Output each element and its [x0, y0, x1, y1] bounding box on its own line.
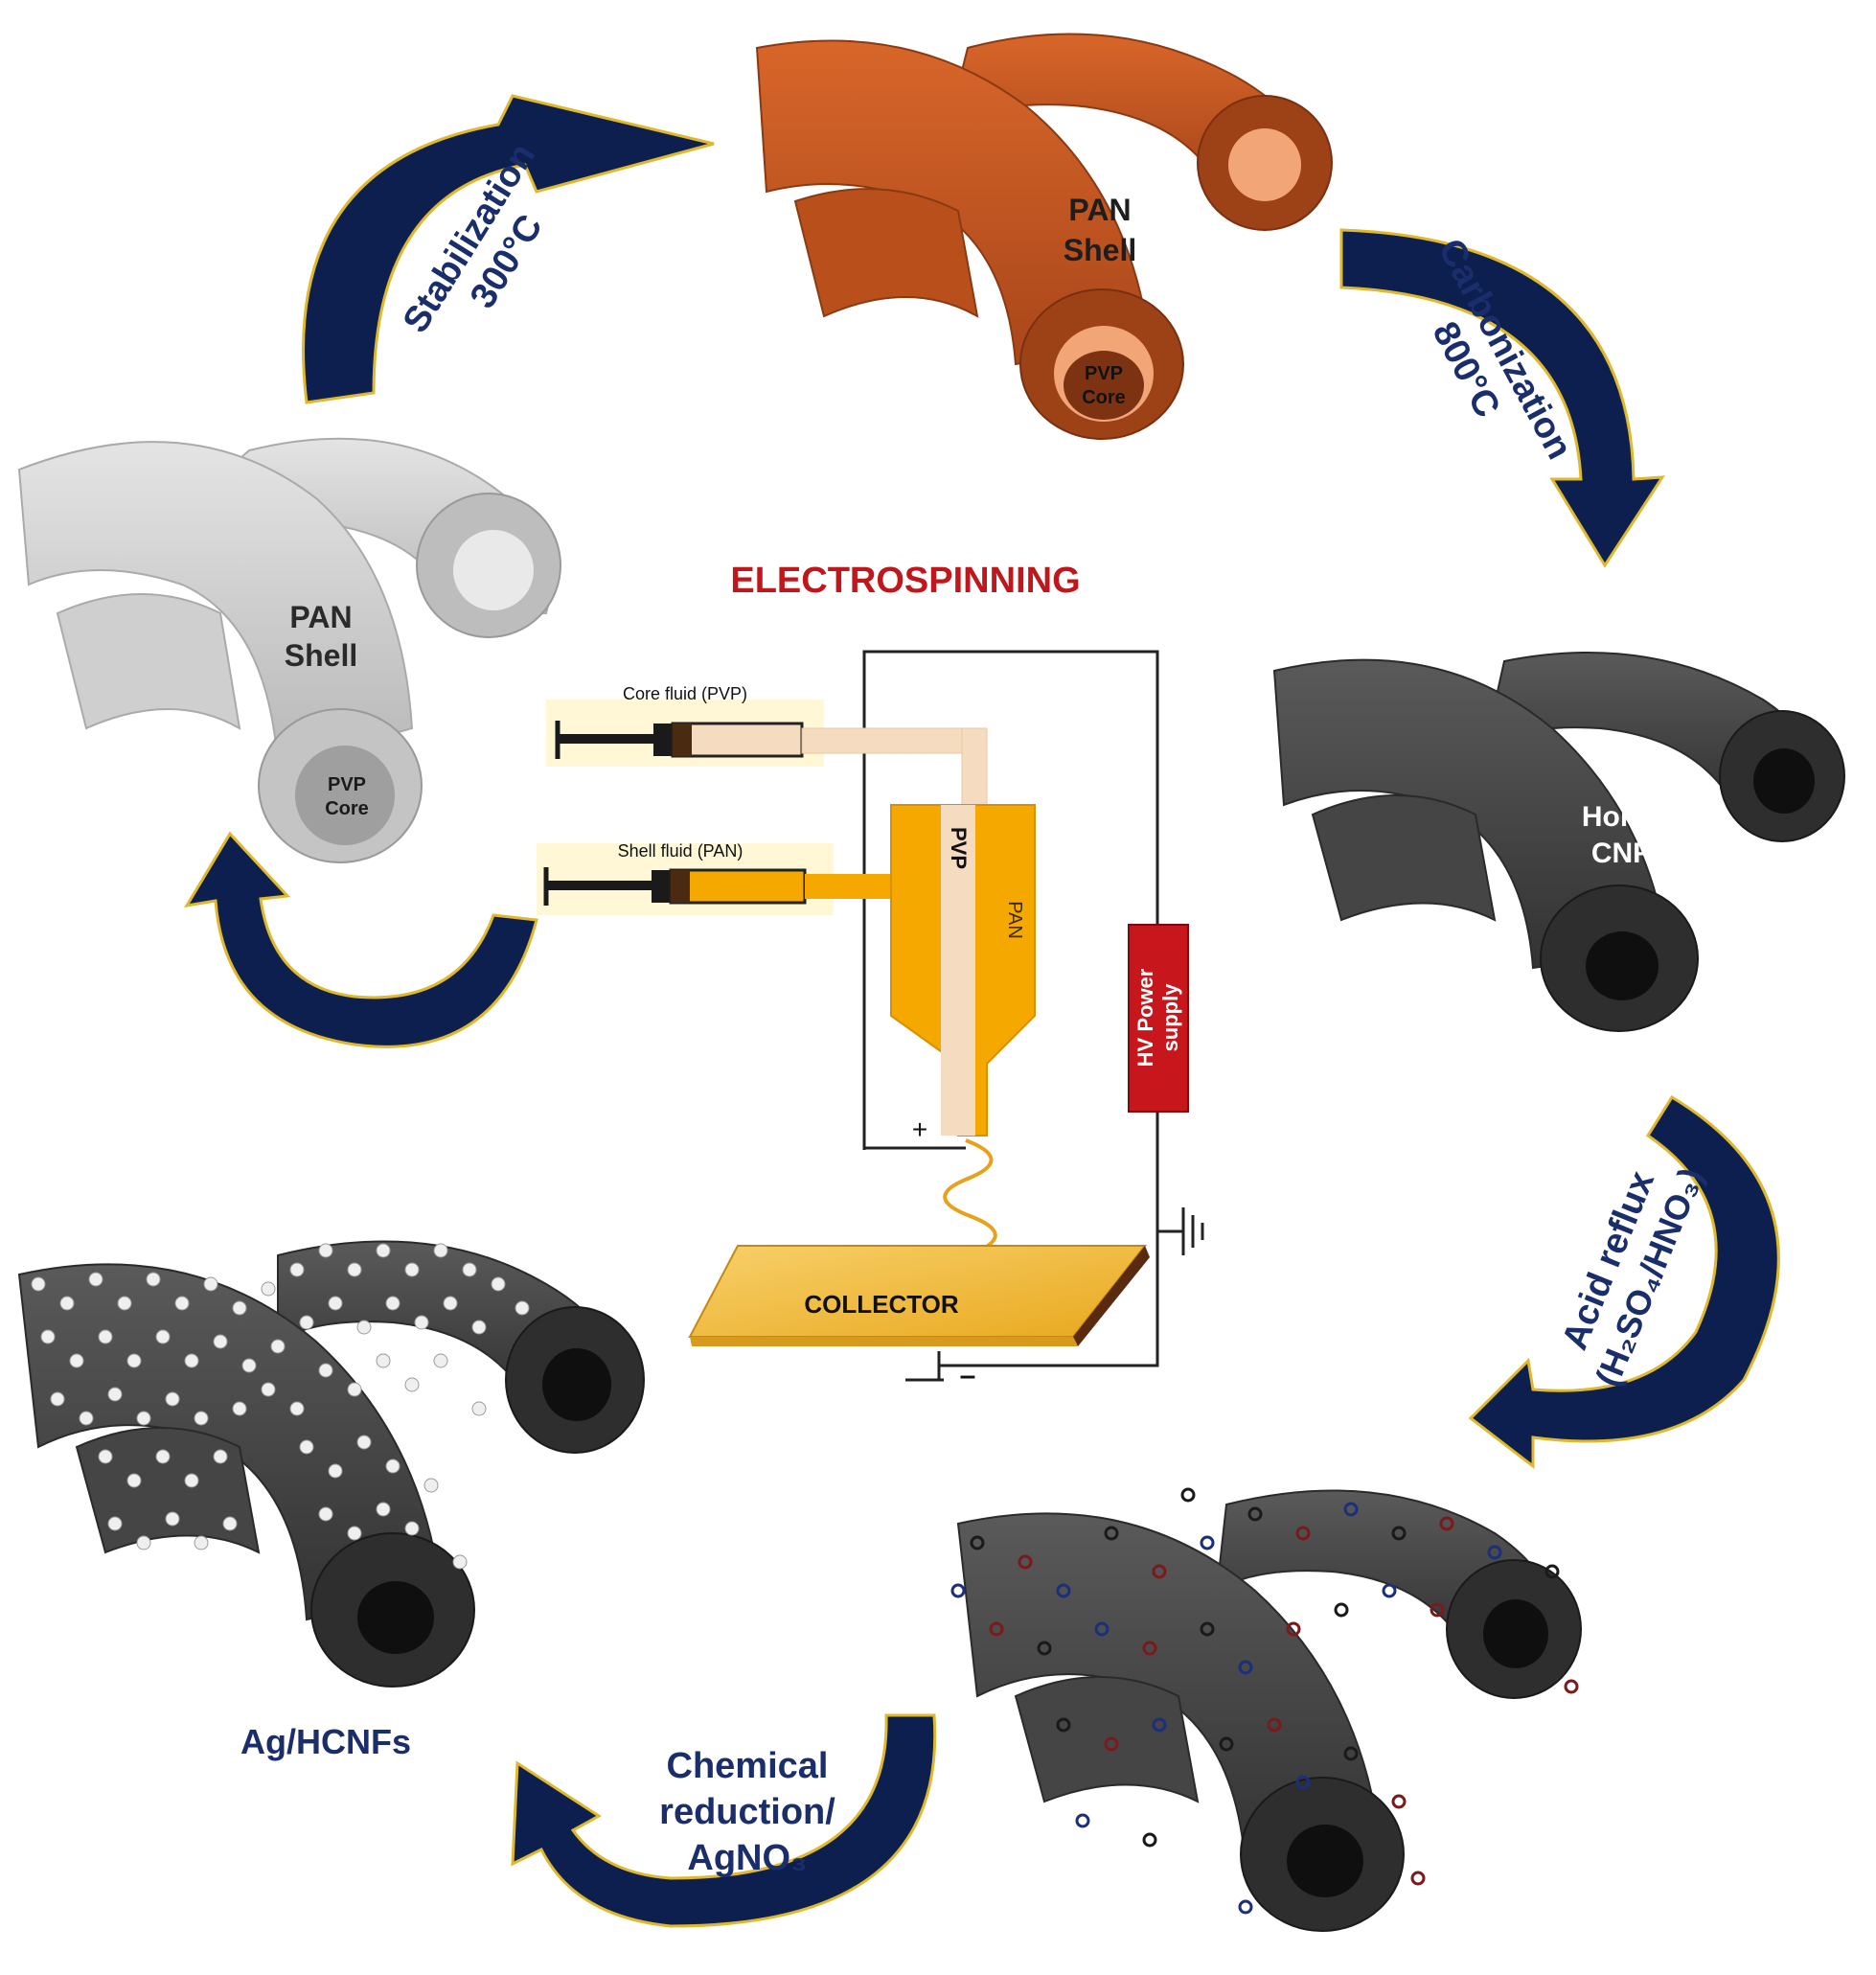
electrospinning-title: ELECTROSPINNING: [730, 561, 1080, 601]
circuit-wire: [862, 650, 1159, 1150]
step-chemical-reduction: Chemical reduction/ AgNO₃: [659, 1746, 835, 1878]
ag-hcnfs-label: Ag/HCNFs: [240, 1722, 411, 1761]
svg-text:AgNO₃: AgNO₃: [687, 1838, 807, 1878]
grey-shell-label-2: Shell: [285, 638, 357, 673]
grey-shell-label-1: PAN: [289, 600, 352, 634]
arrow-chemical-reduction: [511, 1713, 937, 1928]
core-fluid-label: Core fluid (PVP): [623, 684, 747, 703]
shell-syringe: [543, 867, 807, 906]
hollow-cnfs-label-1: Hollow: [1582, 801, 1677, 833]
fiber-ag-hcnfs: Ag/HCNFs: [17, 1240, 645, 1761]
arrow-carbonization: [1339, 228, 1665, 568]
grey-core-label-2: Core: [325, 798, 369, 819]
orange-core-label-1: PVP: [1085, 363, 1123, 384]
grey-core-label-1: PVP: [328, 774, 366, 795]
fiber-pan-pvp-grey: PAN Shell PVP Core: [17, 437, 561, 863]
hv-label-2: supply: [1158, 983, 1182, 1052]
fiber-pan-pvp-orange: PAN Shell PVP Core: [755, 33, 1333, 440]
pan-channel-label: PAN: [1004, 901, 1025, 939]
shell-fluid-label: Shell fluid (PAN): [618, 841, 744, 861]
electrospinning-setup: ELECTROSPINNING HV Power supply Core flu…: [537, 561, 1204, 1391]
positive-terminal: +: [912, 1114, 927, 1144]
hv-power-supply: [1128, 924, 1189, 1113]
functional-groups: [950, 1487, 1579, 1915]
pvp-channel-label: PVP: [947, 827, 971, 869]
svg-text:Chemical: Chemical: [667, 1746, 829, 1786]
collector-label: COLLECTOR: [804, 1290, 959, 1319]
fiber-hollow-cnfs: Hollow CNFs: [1272, 652, 1845, 1032]
arrow-stabilization: [302, 94, 715, 404]
orange-shell-label-2: Shell: [1064, 233, 1136, 267]
negative-terminal: –: [960, 1360, 976, 1391]
collector-ground: [905, 1351, 944, 1382]
ground-wire: [939, 1016, 1159, 1367]
orange-shell-label-1: PAN: [1068, 193, 1131, 227]
fiber-functionalized: [950, 1487, 1582, 1932]
core-feed-tube: [801, 727, 988, 754]
hollow-cnfs-label-2: CNFs: [1591, 838, 1666, 869]
silver-nanoparticles: [31, 1243, 530, 1570]
shell-feed-tube: [805, 874, 891, 899]
arrow-acid-reflux: [1468, 1094, 1780, 1470]
pvp-core-channel: [941, 805, 975, 1136]
orange-core-label-2: Core: [1082, 387, 1126, 408]
arrow-electrospinning: [184, 831, 538, 1048]
svg-text:reduction/: reduction/: [659, 1792, 835, 1832]
ground-symbol: [1157, 1207, 1204, 1255]
hv-label-1: HV Power: [1133, 968, 1157, 1067]
